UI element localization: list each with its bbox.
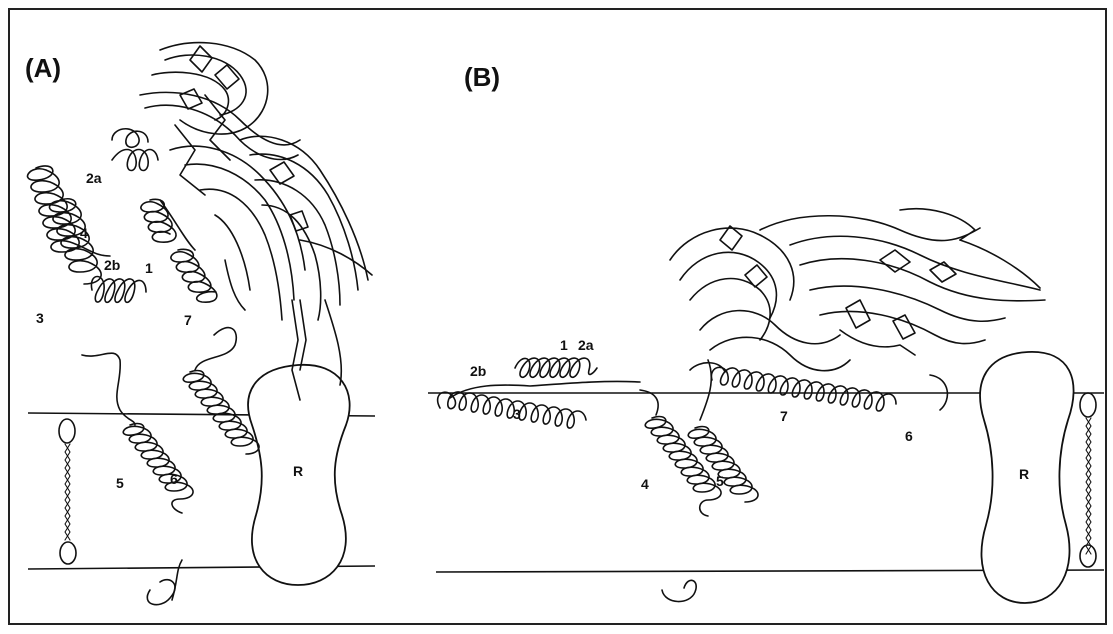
panel-a-label-3: 3 [36,310,44,326]
panel-a-label: (A) [25,53,61,83]
panel-b: (B) R [428,62,1104,603]
panel-b-helix-2b-3 [438,392,586,428]
panel-b-helix-7-6 [711,367,896,411]
panel-a-label-7: 7 [184,312,192,328]
panel-a-label-4: 4 [80,225,88,241]
panel-a-helix-6 [183,371,259,454]
panel-a-label-5: 5 [116,475,124,491]
panel-a-helix-2b [91,277,146,303]
panel-a-helix-1 [141,199,176,242]
panel-b-lipid [1080,393,1096,567]
panel-a-lipid [59,419,76,564]
panel-a-receptor-label: R [293,463,303,479]
panel-a-label-2a: 2a [86,170,102,186]
panel-a-beta-domain [140,43,372,400]
panel-b-beta-domain [670,209,1045,372]
panel-a-helix-5 [123,424,193,513]
panel-b-label-4: 4 [641,476,649,492]
panel-b-helix-1-2a [515,358,597,377]
panel-b-label-5: 5 [716,473,724,489]
figure-frame [9,9,1106,624]
panel-a: (A) R [25,43,375,605]
panel-b-label-1: 1 [560,337,568,353]
panel-b-label-7: 7 [780,408,788,424]
panel-a-label-1: 1 [145,260,153,276]
panel-a-label-6: 6 [170,471,178,487]
panel-b-label: (B) [464,62,500,92]
panel-b-label-2b: 2b [470,363,486,379]
panel-b-label-2a: 2a [578,337,594,353]
panel-b-label-6: 6 [905,428,913,444]
panel-a-helix-7 [171,249,217,302]
panel-b-helix-5 [688,427,758,502]
panel-b-label-3: 3 [513,406,521,422]
panel-a-helix-2a [112,150,158,171]
panel-b-receptor-label: R [1019,466,1029,482]
panel-a-label-2b: 2b [104,257,120,273]
